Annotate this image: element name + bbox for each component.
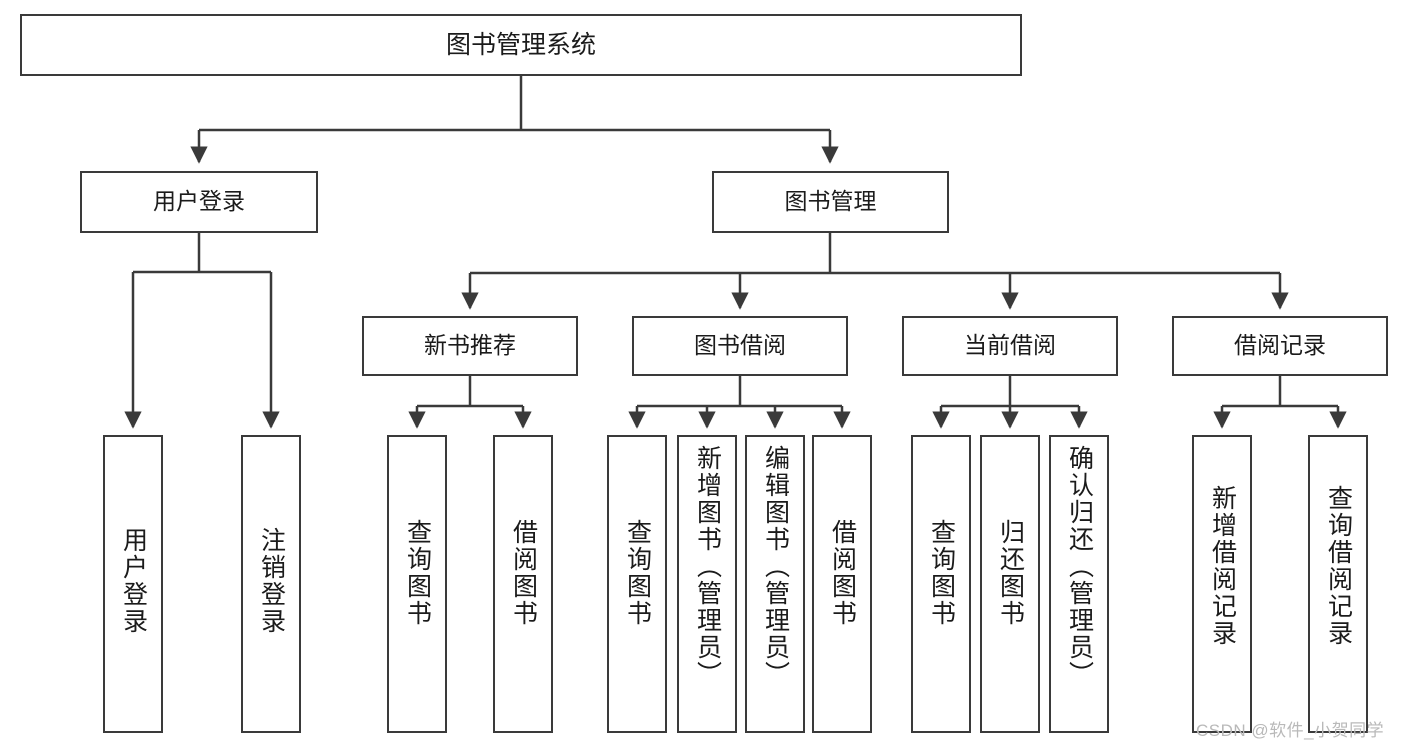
node-root-label: 图书管理系统 [445, 31, 596, 59]
node-current-borrow[interactable]: 当前借阅 [902, 316, 1118, 376]
leaf-user-login-label: 用户登录 [119, 527, 148, 635]
leaf-confirm-return-label: 确认归还（管理员） [1065, 445, 1094, 688]
leaf-query-book-3-label: 查询图书 [927, 519, 956, 627]
leaf-query-book-1-label: 查询图书 [403, 519, 432, 627]
leaf-user-login[interactable]: 用户登录 [103, 435, 163, 733]
leaf-return-book[interactable]: 归还图书 [980, 435, 1040, 733]
node-book-borrow-label: 图书借阅 [694, 332, 786, 359]
leaf-add-record-label: 新增借阅记录 [1208, 485, 1237, 647]
node-borrow-record[interactable]: 借阅记录 [1172, 316, 1388, 376]
leaf-edit-book-label: 编辑图书（管理员） [761, 445, 790, 688]
node-book-manage-label: 图书管理 [784, 188, 877, 215]
leaf-query-record-label: 查询借阅记录 [1324, 485, 1353, 647]
node-book-manage[interactable]: 图书管理 [712, 171, 949, 233]
node-root[interactable]: 图书管理系统 [20, 14, 1022, 76]
leaf-query-book-3[interactable]: 查询图书 [911, 435, 971, 733]
leaf-query-record[interactable]: 查询借阅记录 [1308, 435, 1368, 733]
leaf-add-book[interactable]: 新增图书（管理员） [677, 435, 737, 733]
leaf-query-book-2[interactable]: 查询图书 [607, 435, 667, 733]
leaf-add-book-label: 新增图书（管理员） [693, 445, 722, 688]
leaf-borrow-book-2[interactable]: 借阅图书 [812, 435, 872, 733]
leaf-return-book-label: 归还图书 [996, 519, 1025, 627]
csdn-watermark: CSDN @软件_小贺同学 [1196, 721, 1385, 740]
node-book-borrow[interactable]: 图书借阅 [632, 316, 848, 376]
leaf-borrow-book-2-label: 借阅图书 [828, 519, 857, 627]
node-borrow-record-label: 借阅记录 [1234, 332, 1326, 359]
leaf-edit-book[interactable]: 编辑图书（管理员） [745, 435, 805, 733]
node-current-borrow-label: 当前借阅 [964, 332, 1056, 359]
leaf-logout[interactable]: 注销登录 [241, 435, 301, 733]
leaf-query-book-1[interactable]: 查询图书 [387, 435, 447, 733]
leaf-confirm-return[interactable]: 确认归还（管理员） [1049, 435, 1109, 733]
leaf-borrow-book-1-label: 借阅图书 [509, 519, 538, 627]
node-user-login[interactable]: 用户登录 [80, 171, 318, 233]
node-user-login-label: 用户登录 [153, 188, 245, 215]
leaf-logout-label: 注销登录 [257, 527, 286, 635]
leaf-add-record[interactable]: 新增借阅记录 [1192, 435, 1252, 733]
leaf-borrow-book-1[interactable]: 借阅图书 [493, 435, 553, 733]
node-new-book-rec-label: 新书推荐 [424, 332, 516, 359]
node-new-book-rec[interactable]: 新书推荐 [362, 316, 578, 376]
leaf-query-book-2-label: 查询图书 [623, 519, 652, 627]
